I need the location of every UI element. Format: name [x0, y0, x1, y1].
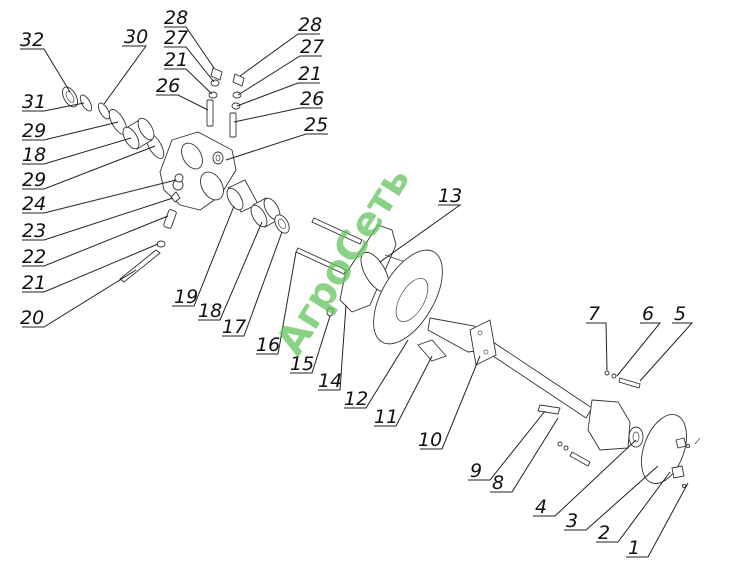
part-22-stud — [163, 209, 177, 229]
callout-3: 3 — [566, 510, 578, 532]
part-24-bolt — [174, 173, 184, 183]
callout-25: 25 — [304, 114, 328, 136]
part-9-key — [537, 404, 561, 415]
callout-16: 16 — [256, 334, 280, 356]
part-12-disc — [373, 249, 443, 345]
bolt-group-left — [206, 67, 223, 127]
part-21-washer-lower — [156, 240, 166, 248]
callout-29-upper: 29 — [22, 120, 46, 142]
callout-18-lower: 18 — [198, 300, 222, 322]
callout-5: 5 — [674, 303, 686, 325]
part-4-hub — [587, 399, 644, 451]
callout-6: 6 — [642, 303, 654, 325]
callout-31: 31 — [22, 91, 46, 113]
callout-29-lower: 29 — [22, 169, 46, 191]
callout-8: 8 — [492, 472, 504, 494]
callout-28-right: 28 — [298, 14, 322, 36]
callout-24: 24 — [22, 193, 46, 215]
part-17-spacer — [274, 214, 290, 234]
callout-21-top-right: 21 — [298, 63, 322, 85]
callout-12: 12 — [344, 388, 368, 410]
part-25-gearbox-housing — [159, 131, 237, 211]
callout-27-right: 27 — [300, 36, 324, 58]
callout-14: 14 — [318, 370, 342, 392]
part-18-bearing-lower — [250, 197, 281, 228]
part-13-flange-plate — [339, 224, 406, 313]
callout-18-upper: 18 — [22, 144, 46, 166]
part-32-ring — [61, 86, 79, 108]
part-16-bolt-b — [311, 217, 363, 245]
callout-7: 7 — [588, 303, 600, 325]
callout-21-lower: 21 — [22, 272, 46, 294]
callout-30: 30 — [124, 26, 148, 48]
leader-lines — [20, 26, 694, 558]
part-16-bolt-a — [295, 247, 347, 275]
fasteners-group-end — [671, 437, 701, 489]
callout-10: 10 — [418, 429, 442, 451]
part-10-shaft — [427, 317, 593, 419]
callout-9: 9 — [470, 460, 482, 482]
callout-2: 2 — [598, 522, 610, 544]
bolt-group-middle — [557, 441, 591, 467]
part-23-nut — [170, 191, 181, 203]
part-3-end-disc — [641, 414, 687, 484]
callout-labels: 1 2 3 4 5 6 7 8 9 10 11 12 13 14 15 16 1… — [20, 7, 686, 559]
callout-4: 4 — [535, 496, 547, 518]
callout-26-right: 26 — [300, 88, 324, 110]
callout-23: 23 — [22, 220, 46, 242]
part-11-key — [417, 339, 447, 362]
part-30-washer — [97, 102, 111, 120]
callout-11: 11 — [374, 406, 398, 428]
callout-13: 13 — [438, 185, 462, 207]
callout-17: 17 — [222, 316, 246, 338]
callout-20: 20 — [20, 307, 44, 329]
part-18-bearing-upper — [122, 117, 155, 150]
callout-32: 32 — [20, 29, 44, 51]
bolt-group-lower-right — [604, 370, 641, 389]
callout-28-left: 28 — [164, 7, 188, 29]
callout-27-left: 27 — [164, 27, 188, 49]
part-20-bolt — [119, 249, 161, 283]
callout-1: 1 — [628, 537, 640, 559]
callout-21-top-left: 21 — [164, 49, 188, 71]
callout-26-left: 26 — [156, 75, 180, 97]
part-31-circlip — [79, 94, 93, 112]
callout-22: 22 — [22, 246, 46, 268]
callout-19: 19 — [174, 286, 198, 308]
bolt-group-right — [229, 73, 245, 138]
parts-layer — [61, 67, 701, 489]
callout-15: 15 — [290, 353, 314, 375]
